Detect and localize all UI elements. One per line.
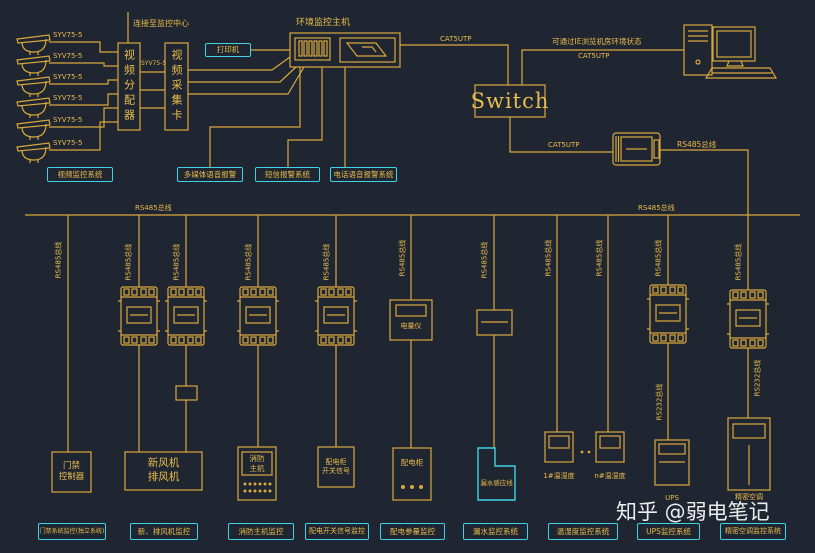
video-distributor-label: 视频分配器 bbox=[118, 43, 140, 130]
camera-cable-label: SYV75-5 bbox=[53, 116, 83, 124]
subsystem-tag-fire: 消防主机监控 bbox=[228, 523, 294, 540]
phone-alarm-tag: 电话语音报警系统 bbox=[330, 167, 397, 182]
power-meter-label: 电量仪 bbox=[400, 322, 422, 331]
temp-sensor-1-label: 1#温湿度 bbox=[543, 472, 575, 481]
ups-label: UPS bbox=[665, 494, 679, 503]
door-controller-label: 门禁 控制器 bbox=[58, 460, 85, 482]
capture-to-host-links bbox=[188, 49, 305, 95]
distributor-links bbox=[127, 12, 165, 109]
subsystem-tag-door: 门禁系统监控(独立系统) bbox=[38, 523, 106, 540]
ac-rs232-label: RS232总线 bbox=[753, 359, 762, 397]
drop-bus-label: RS485总线 bbox=[734, 243, 743, 281]
watermark: 知乎 @弱电笔记 bbox=[616, 500, 770, 524]
io-module-fire bbox=[236, 286, 280, 346]
drop-bus-label: RS485总线 bbox=[322, 243, 331, 281]
camera-icon bbox=[16, 97, 51, 119]
subsystem-tag-precision-ac: 精密空调监控系统 bbox=[720, 523, 786, 540]
pc-cable-label: CAT5UTP bbox=[578, 52, 610, 60]
distribution-cabinet-box bbox=[392, 447, 432, 501]
link-cable-label: SYV75-5 bbox=[141, 60, 167, 67]
video-distributor-text: 视频分配器 bbox=[122, 49, 136, 124]
rs485-converter bbox=[612, 132, 661, 166]
bus-drops bbox=[67, 215, 749, 452]
camera-cable-label: SYV75-5 bbox=[53, 94, 83, 102]
drop-bus-label: RS485总线 bbox=[54, 241, 63, 279]
drop-bus-label: RS485总线 bbox=[244, 243, 253, 281]
camera-icon bbox=[16, 34, 51, 56]
fire-host-label: 消防 主机 bbox=[249, 453, 265, 473]
drop-bus-label: RS485总线 bbox=[124, 243, 133, 281]
ups-rs232-label: RS232总线 bbox=[655, 383, 664, 421]
computer-icon bbox=[683, 24, 778, 79]
ie-browse-note: 可通过IE浏览机房环境状态 bbox=[552, 37, 642, 46]
subsystem-tag-leak: 漏水监控系统 bbox=[463, 523, 528, 540]
drop-bus-label: RS485总线 bbox=[398, 239, 407, 277]
subsystem-tag-distribution-switch: 配电开关信号监控 bbox=[305, 523, 369, 540]
distribution-switch-box bbox=[317, 446, 355, 488]
io-module-distribution bbox=[314, 286, 358, 346]
door-controller-box bbox=[51, 451, 92, 493]
bus-label-right: RS485总线 bbox=[638, 204, 675, 212]
camera-cable-label: SYV75-5 bbox=[53, 52, 83, 60]
camera-cable-label: SYV75-5 bbox=[53, 31, 83, 39]
drop-bus-label: RS485总线 bbox=[595, 239, 604, 277]
temp-humidity-sensors bbox=[544, 431, 625, 463]
leak-detector bbox=[476, 309, 516, 501]
fans-label: 新风机 排风机 bbox=[147, 457, 180, 483]
camera-cable-label: SYV75-5 bbox=[53, 139, 83, 147]
cameras bbox=[16, 34, 51, 164]
leak-sensor-label: 漏水感应线 bbox=[480, 478, 513, 487]
printer-tag: 打印机 bbox=[205, 43, 251, 57]
precision-ac-label: 精密空调 bbox=[735, 493, 763, 502]
host-title: 环境监控主机 bbox=[296, 18, 351, 28]
multimedia-alarm-tag: 多媒体语音报警 bbox=[177, 167, 243, 182]
converter-bus-label: RS485总线 bbox=[677, 140, 717, 149]
camera-icon bbox=[16, 142, 51, 164]
switch-label: Switch bbox=[470, 89, 550, 113]
power-meter-box bbox=[389, 299, 433, 341]
video-system-tag: 视频监控系统 bbox=[47, 167, 113, 182]
to-monitoring-center-label: 连接至监控中心 bbox=[133, 19, 189, 28]
temp-sensor-n-label: n#温湿度 bbox=[594, 472, 626, 481]
distribution-switch-label: 配电柜 开关信号 bbox=[322, 457, 350, 475]
camera-icon bbox=[16, 76, 51, 98]
subsystem-tag-temp-humidity: 温湿度监控系统 bbox=[548, 523, 618, 540]
video-capture-card-box bbox=[164, 42, 189, 131]
network-links bbox=[400, 44, 749, 215]
precision-ac-box bbox=[727, 417, 771, 491]
video-capture-card-label: 视频采集卡 bbox=[165, 43, 188, 130]
subsystem-tag-ups: UPS监控系统 bbox=[637, 523, 700, 540]
drop-bus-label: RS485总线 bbox=[480, 241, 489, 279]
subsystem-tag-fans: 新、排风机监控 bbox=[130, 523, 198, 540]
io-module-ac bbox=[726, 289, 770, 349]
camera-cable-label: SYV75-5 bbox=[53, 73, 83, 81]
environment-host bbox=[289, 32, 401, 68]
io-module-fans bbox=[117, 286, 161, 346]
io-module-fans-2 bbox=[164, 286, 208, 346]
subsystem-tag-power-params: 配电参量监控 bbox=[380, 523, 445, 540]
fan-box bbox=[124, 451, 203, 491]
io-module-ups bbox=[646, 284, 690, 344]
converter-cable-label: CAT5UTP bbox=[548, 141, 580, 149]
fan-small-module bbox=[175, 385, 198, 401]
video-capture-card-text: 视频采集卡 bbox=[170, 49, 183, 124]
sms-alarm-tag: 短信报警系统 bbox=[255, 167, 320, 182]
camera-cables bbox=[49, 41, 118, 151]
host-alarm-links bbox=[209, 67, 346, 167]
distribution-cabinet-label: 配电柜 bbox=[400, 458, 424, 468]
bus-label-left: RS485总线 bbox=[135, 204, 172, 212]
drop-bus-label: RS485总线 bbox=[654, 239, 663, 277]
switch-box bbox=[474, 84, 546, 118]
fire-host-box bbox=[237, 446, 277, 501]
drop-bus-label: RS485总线 bbox=[544, 239, 553, 277]
ups-box bbox=[654, 439, 690, 486]
camera-icon bbox=[16, 55, 51, 77]
host-cable-label: CAT5UTP bbox=[440, 35, 472, 43]
drop-bus-label: RS485总线 bbox=[172, 243, 181, 281]
video-distributor-box bbox=[117, 42, 141, 131]
camera-icon bbox=[16, 119, 51, 141]
